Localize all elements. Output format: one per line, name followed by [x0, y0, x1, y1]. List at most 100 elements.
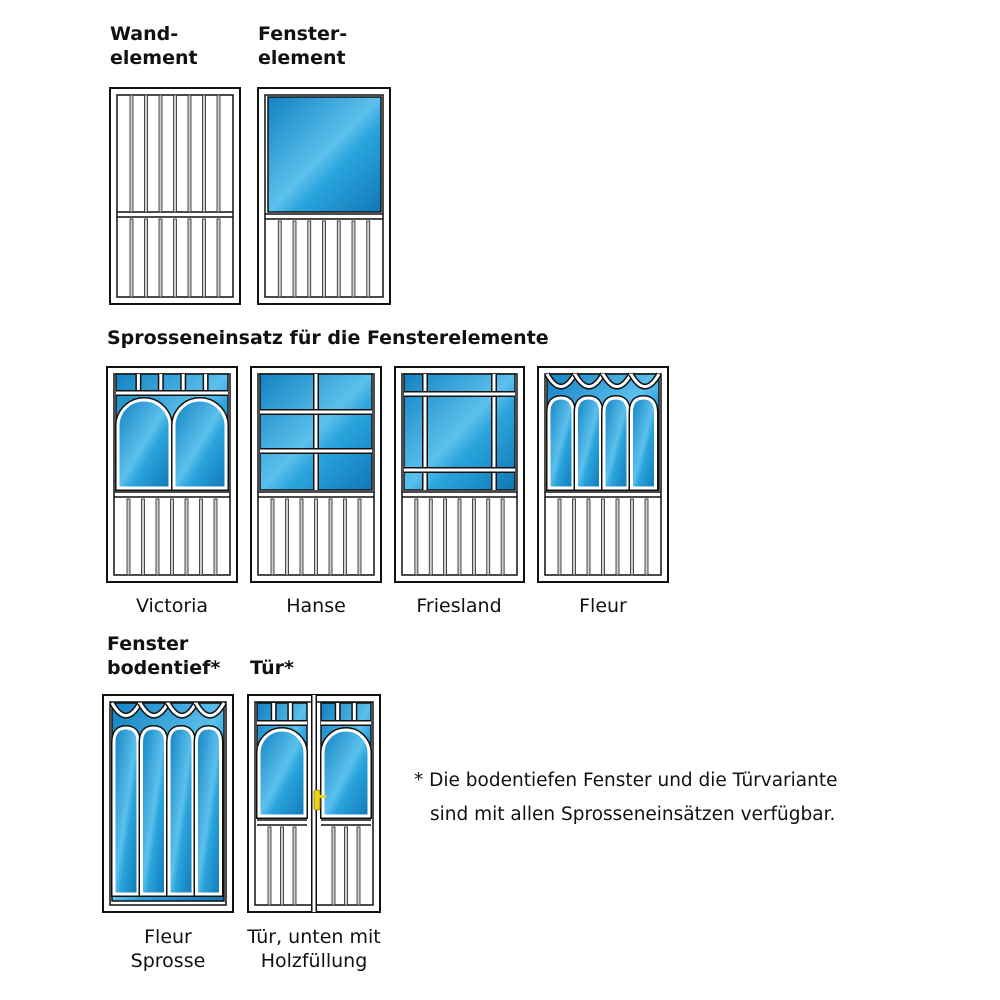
wood-slat [216, 94, 221, 213]
wood-slat [299, 498, 304, 576]
wood-slat [366, 220, 371, 298]
variant-hanse [250, 366, 382, 583]
wood-slat [586, 498, 591, 576]
wood-slat [267, 826, 272, 906]
variant-fleur [537, 366, 669, 583]
wood-slat [216, 218, 221, 298]
scallop-bar [573, 373, 605, 389]
wood-slat [158, 218, 163, 298]
heading-floor-window: Fenster bodentief* [107, 633, 221, 679]
wood-slat [173, 94, 177, 213]
wood-slat [277, 220, 282, 298]
variant-victoria [106, 366, 238, 583]
lancet-pane [140, 726, 167, 896]
wood-slat [644, 498, 649, 576]
wood-slat [322, 220, 326, 298]
wood-slat [351, 220, 356, 298]
wood-slat [357, 498, 362, 576]
wood-slat [314, 498, 318, 576]
wood-slat [572, 498, 576, 576]
wood-slat [486, 498, 491, 576]
wood-slat [173, 218, 177, 298]
wood-slat [285, 498, 289, 576]
lancet-pane [630, 396, 657, 490]
wood-slat [471, 498, 476, 576]
wood-slat [187, 94, 192, 213]
wood-slat [144, 94, 148, 213]
wood-slat [126, 498, 131, 576]
lancet-pane [602, 396, 630, 490]
wood-slat [601, 498, 605, 576]
label-friesland: Friesland [416, 595, 502, 617]
lancet-pane [112, 726, 140, 896]
wood-slat [129, 218, 134, 298]
wood-slat [270, 498, 275, 576]
wood-slat [356, 826, 361, 906]
scallop-bar [629, 373, 661, 389]
label-fleur-sprosse: Fleur Sprosse [130, 926, 206, 972]
wood-slat [141, 498, 145, 576]
wood-slat [336, 220, 341, 298]
heading-wall-element: Wand- element [110, 23, 198, 69]
wood-slat [414, 498, 419, 576]
label-victoria: Victoria [135, 595, 209, 617]
wood-slat [443, 498, 448, 576]
wood-slat [557, 498, 562, 576]
glass-pane [267, 96, 382, 213]
arch-pane [257, 728, 307, 818]
floor-window-fleur [102, 694, 234, 913]
wood-slat [202, 94, 206, 213]
wood-slat [144, 218, 148, 298]
variant-friesland [394, 366, 525, 583]
lancet-pane [547, 396, 575, 490]
wood-slat [213, 498, 218, 576]
wood-slat [343, 498, 347, 576]
wood-slat [280, 826, 284, 906]
window-element [257, 87, 391, 305]
door-handle-icon [313, 789, 321, 811]
scallop-bar [138, 702, 170, 718]
lancet-pane [195, 726, 222, 896]
wood-slat [615, 498, 620, 576]
wood-slat [158, 94, 163, 213]
label-door-wood: Tür, unten mit Holzfüllung [247, 926, 381, 972]
wood-slat [184, 498, 189, 576]
wall-element [109, 87, 241, 305]
wood-slat [328, 498, 333, 576]
footnote-line-1: * Die bodentiefen Fenster und die Türvar… [414, 770, 838, 791]
label-fleur: Fleur [579, 595, 627, 617]
arch-pane [116, 398, 172, 490]
door-handle-lever [319, 795, 326, 798]
wood-slat [170, 498, 174, 576]
wood-slat [307, 220, 312, 298]
arch-pane [321, 728, 371, 818]
scallop-bar [601, 373, 633, 389]
footnote-line-2: sind mit allen Sprosseneinsätzen verfügb… [430, 804, 836, 825]
wood-slat [331, 826, 336, 906]
wood-slat [199, 498, 203, 576]
heading-bar-inserts: Sprosseneinsatz für die Fensterelemente [107, 327, 549, 349]
wood-slat [428, 498, 433, 576]
wood-slat [202, 218, 206, 298]
scallop-bar [545, 373, 577, 389]
heading-door: Tür* [250, 657, 294, 679]
label-hanse: Hanse [286, 595, 346, 617]
wood-slat [187, 218, 192, 298]
scallop-bar [166, 702, 198, 718]
heading-window-element: Fenster- element [258, 23, 348, 69]
wood-slat [292, 826, 297, 906]
wood-slat [155, 498, 160, 576]
wood-slat [344, 826, 348, 906]
lancet-pane [575, 396, 602, 490]
wood-slat [500, 498, 505, 576]
wood-slat [457, 498, 462, 576]
lancet-pane [167, 726, 195, 896]
door-double [247, 694, 381, 913]
arch-pane [172, 398, 228, 490]
wood-slat [129, 94, 134, 213]
wood-slat [292, 220, 297, 298]
wood-slat [630, 498, 634, 576]
scallop-bar [194, 702, 226, 718]
